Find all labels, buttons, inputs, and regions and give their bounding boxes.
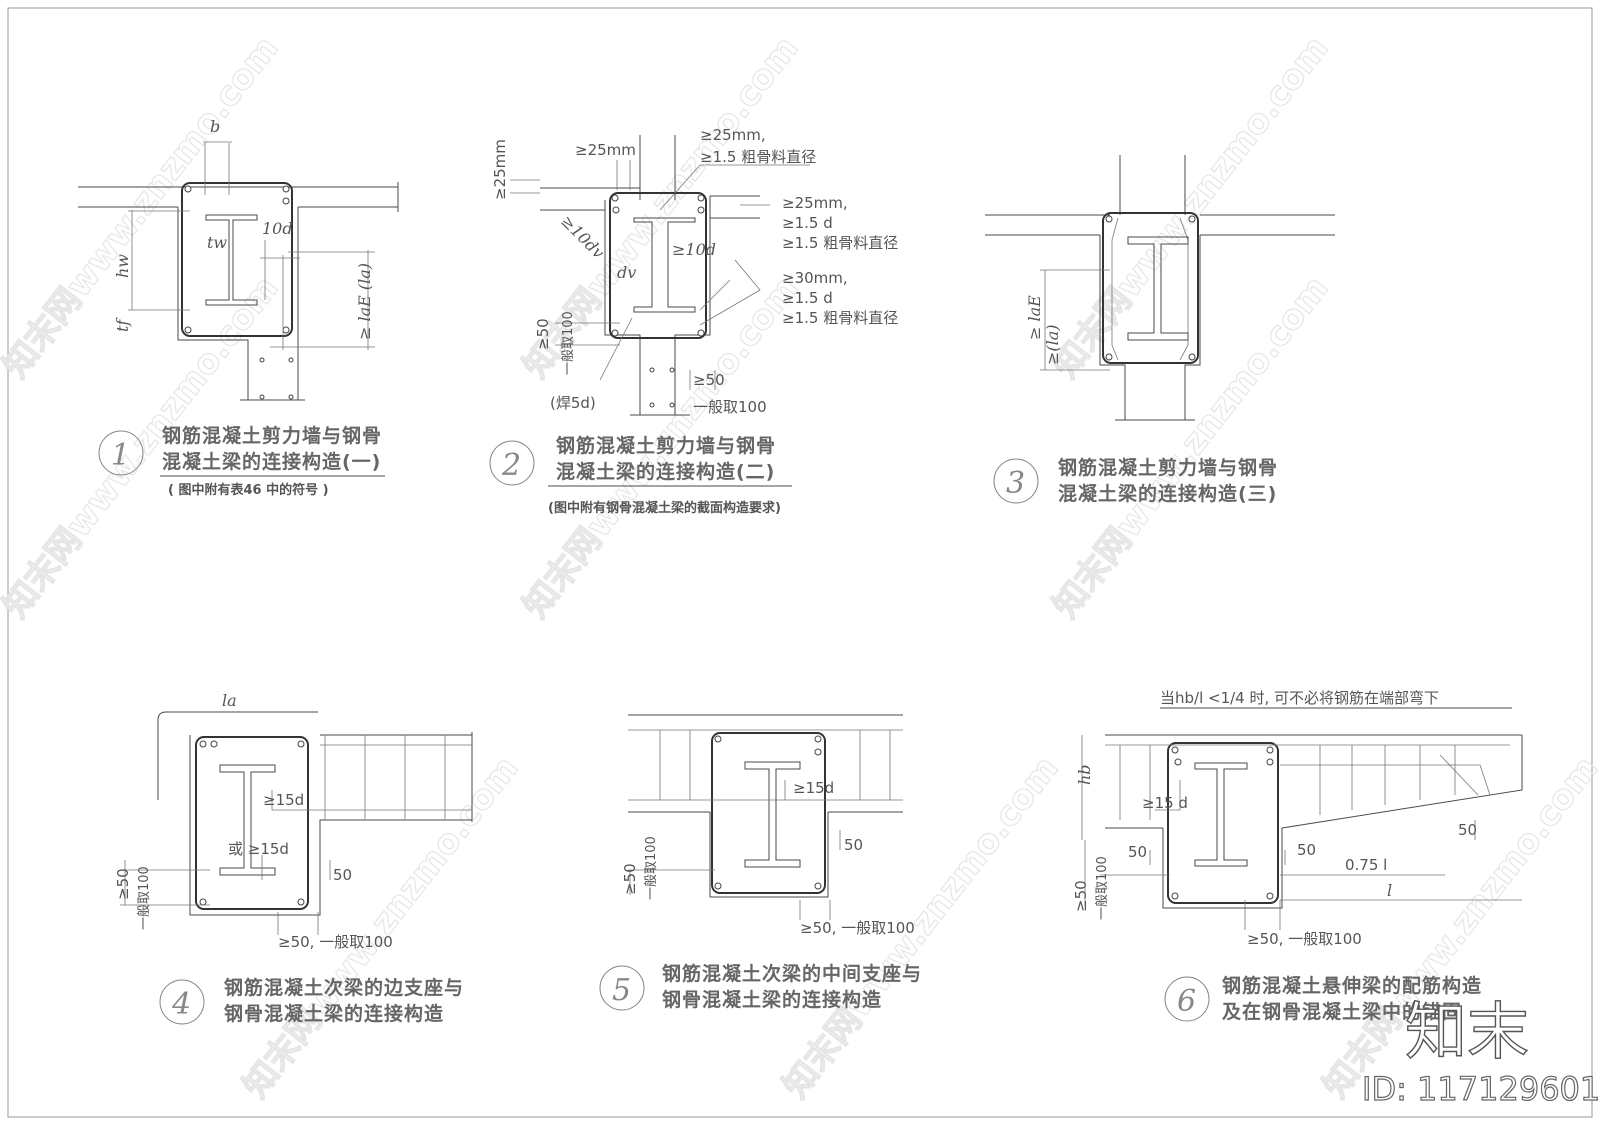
note-right: ≥1.5 d bbox=[782, 214, 833, 232]
detail-number: 1 bbox=[111, 438, 130, 473]
dim-bottom-50: ≥50, 一般取100 bbox=[1247, 930, 1362, 948]
dim-la: la bbox=[222, 691, 237, 710]
detail-title: 钢筋混凝土次梁的中间支座与 bbox=[662, 962, 922, 985]
detail-number-circle bbox=[993, 458, 1039, 504]
note-top: ≥25mm, bbox=[700, 126, 766, 144]
dim-laE: ≥ laE bbox=[1025, 295, 1044, 340]
detail-title: 钢筋混凝土剪力墙与钢骨 bbox=[1058, 456, 1278, 479]
znzmo-logo: 知末 bbox=[1405, 995, 1529, 1068]
detail-title: 及在钢骨混凝土梁中的锚固 bbox=[1222, 1000, 1462, 1023]
dim-left-100: 一般取100 bbox=[643, 836, 659, 900]
dim-tf: tf bbox=[113, 317, 132, 332]
dim-or-15d: 或 ≥15d bbox=[228, 840, 289, 858]
detail-title: 钢骨混凝土梁的连接构造 bbox=[662, 988, 882, 1011]
detail-5: ≥15d 50 ≥50 一般取100 ≥50, 一般取100 5 钢筋混凝土次梁… bbox=[599, 714, 922, 1011]
dim-10d: ≥10d bbox=[672, 240, 716, 259]
dim-left-100: 一般取100 bbox=[1094, 856, 1110, 920]
dim-15d: ≥15 d bbox=[1142, 794, 1188, 812]
detail-number: 5 bbox=[612, 973, 631, 1008]
detail-1: b tw hw tf 10d ≥ laE (la) 1 钢筋混凝土剪力墙与钢骨 … bbox=[78, 117, 399, 498]
dim-left-50: ≥50 bbox=[534, 318, 552, 350]
detail-number: 2 bbox=[501, 448, 521, 483]
dim-b: b bbox=[210, 117, 220, 136]
dim-left-100: 一般取100 bbox=[560, 311, 576, 375]
dim-bottom-50: ≥50, 一般取100 bbox=[278, 933, 393, 951]
detail-title: 混凝土梁的连接构造(一) bbox=[162, 450, 381, 473]
dim-tw: tw bbox=[207, 233, 227, 252]
detail-title: 混凝土梁的连接构造(三) bbox=[1058, 482, 1277, 505]
dim-50-left: 50 bbox=[1128, 843, 1147, 861]
note-mid: ≥1.5 d bbox=[782, 289, 833, 307]
detail-note: (图中附有钢骨混凝土梁的截面构造要求) bbox=[548, 500, 781, 516]
dim-la: ≥(la) bbox=[1043, 324, 1062, 365]
note-weld: (焊5d) bbox=[550, 394, 596, 412]
dim-hb: hb bbox=[1075, 764, 1094, 785]
dim-left-50: ≥50 bbox=[1072, 880, 1090, 912]
dim-50: 50 bbox=[844, 836, 863, 854]
dim-dv: dv bbox=[617, 263, 636, 282]
detail-note: ( 图中附有表46 中的符号 ) bbox=[168, 482, 329, 498]
dim-left-50: ≥50 bbox=[114, 868, 132, 900]
dim-50-right: 50 bbox=[1297, 841, 1316, 859]
dim-hw: hw bbox=[113, 254, 132, 278]
dim-10dv: ≥10dv bbox=[557, 211, 608, 262]
dim-bottom-100: 一般取100 bbox=[693, 398, 767, 416]
detail-title: 钢筋混凝土剪力墙与钢骨 bbox=[556, 434, 776, 457]
detail-title: 钢骨混凝土梁的连接构造 bbox=[224, 1002, 444, 1025]
dim-left-50: ≥50 bbox=[621, 863, 639, 895]
detail-number: 6 bbox=[1177, 984, 1196, 1019]
dim-anchor-length: ≥ laE (la) bbox=[355, 263, 374, 340]
detail-number: 3 bbox=[1006, 466, 1025, 501]
dim-cover-25mm: ≥25mm bbox=[575, 141, 636, 159]
note-mid: ≥1.5 粗骨料直径 bbox=[782, 309, 898, 327]
dim-bottom-50: ≥50, 一般取100 bbox=[800, 919, 915, 937]
dim-0-75l: 0.75 l bbox=[1345, 856, 1387, 874]
detail-title: 钢筋混凝土悬伸梁的配筋构造 bbox=[1222, 974, 1482, 997]
note-right: ≥1.5 粗骨料直径 bbox=[782, 234, 898, 252]
detail-number-circle bbox=[489, 440, 535, 486]
dim-left-100: 一般取100 bbox=[136, 866, 152, 930]
detail-number: 4 bbox=[171, 987, 191, 1022]
detail-number-circle bbox=[1164, 976, 1210, 1022]
note-hb-ratio: 当hb/l <1/4 时, 可不必将钢筋在端部弯下 bbox=[1160, 689, 1439, 707]
dim-15d: ≥15d bbox=[793, 779, 834, 797]
detail-title: 混凝土梁的连接构造(二) bbox=[556, 460, 775, 483]
dim-50: 50 bbox=[333, 866, 352, 884]
detail-4: la ≥15d 或 ≥15d 50 ≥50 一般取100 ≥50, 一般取100… bbox=[114, 691, 473, 1025]
detail-title: 钢筋混凝土次梁的边支座与 bbox=[224, 976, 464, 999]
detail-number-circle bbox=[599, 965, 645, 1011]
dim-15d: ≥15d bbox=[263, 791, 304, 809]
dim-cover-25mm-vertical: ≥25mm bbox=[491, 139, 509, 200]
dim-10d: 10d bbox=[262, 219, 293, 238]
detail-number-circle bbox=[159, 979, 205, 1025]
note-top: ≥1.5 粗骨料直径 bbox=[700, 148, 816, 166]
detail-2: ≥25mm ≥25mm ≥25mm, ≥1.5 粗骨料直径 ≥25mm, ≥1.… bbox=[489, 126, 898, 516]
note-mid: ≥30mm, bbox=[782, 269, 848, 287]
sheet-border bbox=[7, 7, 1593, 1118]
dim-50-end: 50 bbox=[1458, 821, 1477, 839]
detail-6: 当hb/l <1/4 时, 可不必将钢筋在端部弯下 hb ≥15 d 50 50… bbox=[1072, 689, 1523, 1023]
drawing-id: ID: 1171296014 bbox=[1362, 1070, 1600, 1108]
detail-title: 钢筋混凝土剪力墙与钢骨 bbox=[162, 424, 382, 447]
detail-3: ≥ laE ≥(la) 3 钢筋混凝土剪力墙与钢骨 混凝土梁的连接构造(三) bbox=[985, 155, 1335, 505]
dim-bottom-50: ≥50 bbox=[693, 371, 725, 389]
detail-number-circle bbox=[98, 430, 144, 476]
note-right: ≥25mm, bbox=[782, 194, 848, 212]
dim-l: l bbox=[1387, 881, 1392, 900]
